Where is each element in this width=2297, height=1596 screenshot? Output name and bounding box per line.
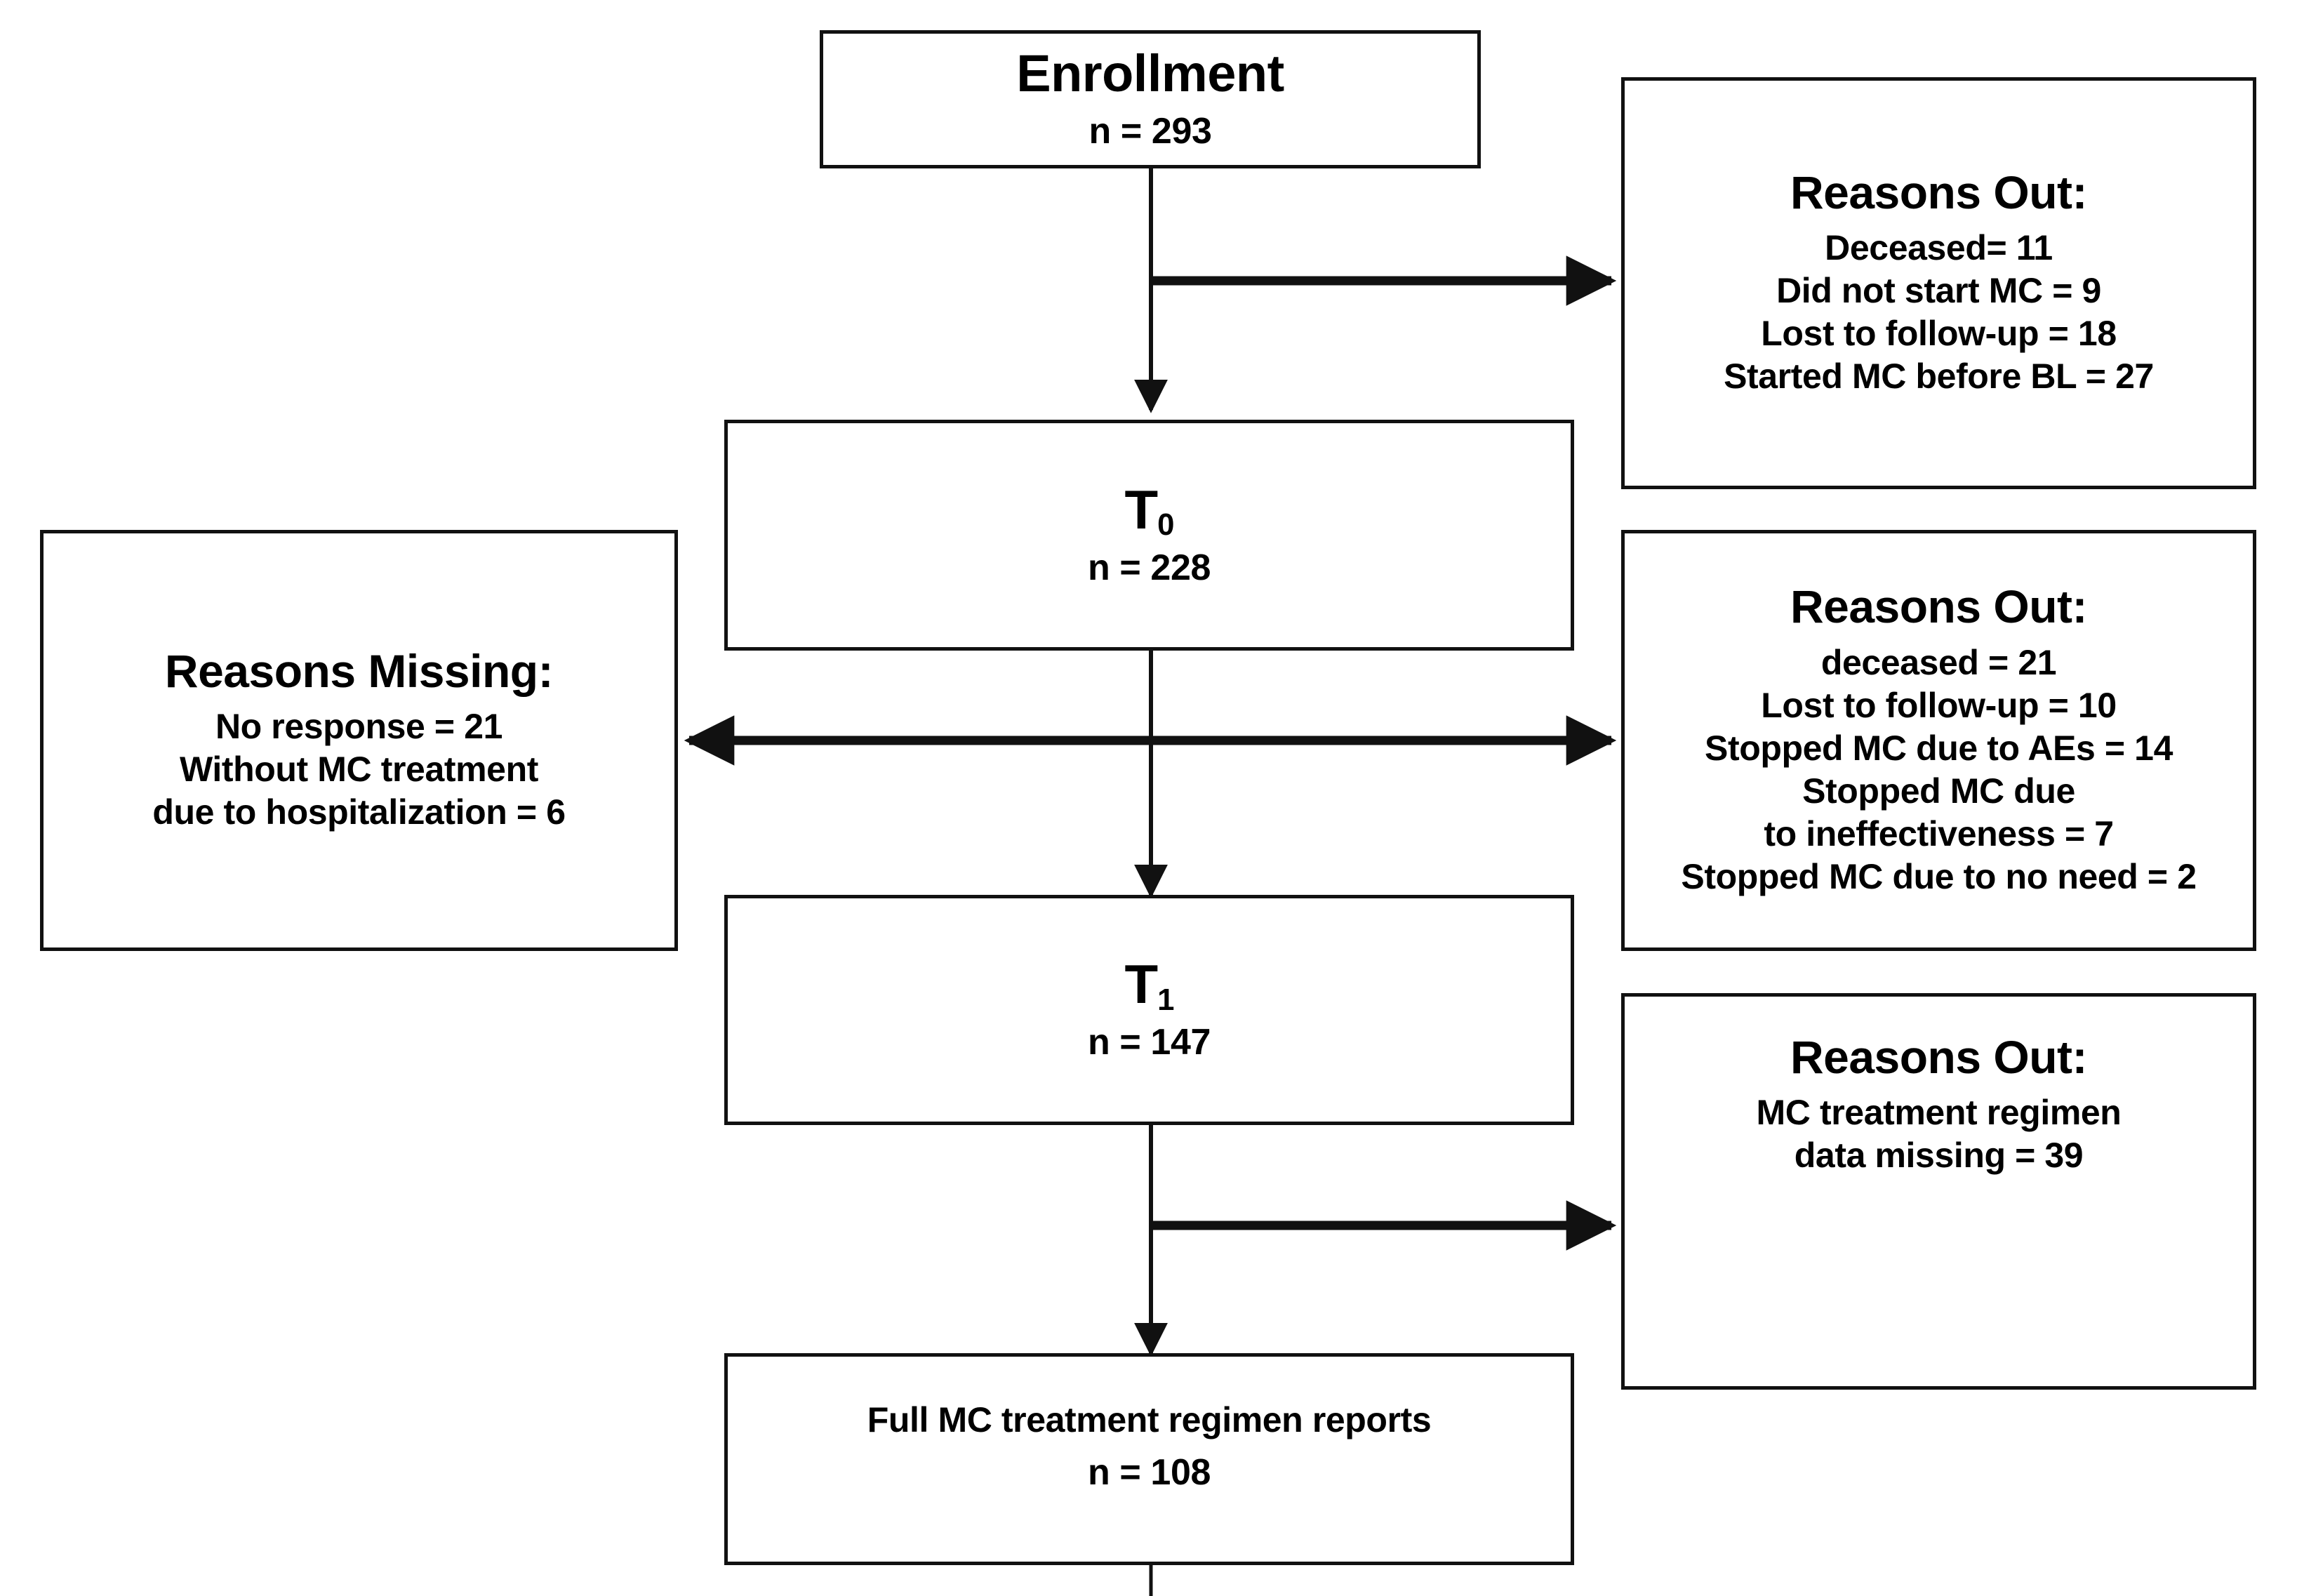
reasons-out-1-item: Deceased= 11 <box>1825 228 2053 268</box>
t1-box: T1 n = 147 <box>724 895 1574 1125</box>
t1-label-base: T <box>1124 953 1159 1015</box>
reasons-out-1-item: Did not start MC = 9 <box>1776 271 2101 311</box>
reasons-missing-item: Without MC treatment <box>180 750 538 790</box>
reasons-out-1-item: Lost to follow-up = 18 <box>1761 314 2117 354</box>
t0-count: n = 228 <box>1088 547 1211 588</box>
reasons-out-2-item: deceased = 21 <box>1820 642 2057 682</box>
final-reports-count: n = 108 <box>1088 1452 1211 1493</box>
reasons-out-2-item: Stopped MC due to AEs = 14 <box>1705 728 2173 768</box>
t0-box: T0 n = 228 <box>724 420 1574 651</box>
reasons-missing-item: No response = 21 <box>215 707 503 747</box>
final-reports-title: Full MC treatment regimen reports <box>867 1400 1432 1439</box>
t1-count: n = 147 <box>1088 1022 1211 1063</box>
t1-label-subscript: 1 <box>1157 982 1174 1017</box>
enrollment-title: Enrollment <box>1016 44 1284 102</box>
reasons-out-1-title: Reasons Out: <box>1790 166 2088 218</box>
reasons-out-3-title: Reasons Out: <box>1790 1031 2088 1083</box>
reasons-out-1-box: Reasons Out: Deceased= 11 Did not start … <box>1621 77 2256 489</box>
t0-label: T0 <box>738 478 1561 540</box>
reasons-out-1-item: Started MC before BL = 27 <box>1724 357 2154 397</box>
enrollment-box: Enrollment n = 293 <box>820 30 1481 168</box>
enrollment-count: n = 293 <box>1088 111 1212 152</box>
reasons-missing-item: due to hospitalization = 6 <box>152 792 566 832</box>
final-reports-box: Full MC treatment regimen reports n = 10… <box>724 1353 1574 1565</box>
t1-label: T1 <box>738 957 1561 1015</box>
reasons-missing-title: Reasons Missing: <box>164 644 554 697</box>
reasons-out-3-item: data missing = 39 <box>1794 1136 2084 1176</box>
reasons-out-2-box: Reasons Out: deceased = 21 Lost to follo… <box>1621 530 2256 951</box>
reasons-missing-box: Reasons Missing: No response = 21 Withou… <box>40 530 678 951</box>
reasons-out-3-item: MC treatment regimen <box>1756 1093 2122 1133</box>
t0-label-subscript: 0 <box>1157 507 1174 543</box>
t0-label-base: T <box>1124 478 1159 540</box>
reasons-out-2-item: Lost to follow-up = 10 <box>1761 685 2117 725</box>
reasons-out-2-item: Stopped MC due <box>1802 771 2075 811</box>
reasons-out-2-title: Reasons Out: <box>1790 580 2088 633</box>
reasons-out-3-box: Reasons Out: MC treatment regimen data m… <box>1621 993 2256 1390</box>
reasons-out-2-item: Stopped MC due to no need = 2 <box>1681 856 2197 896</box>
reasons-out-2-item: to ineffectiveness = 7 <box>1764 813 2114 853</box>
